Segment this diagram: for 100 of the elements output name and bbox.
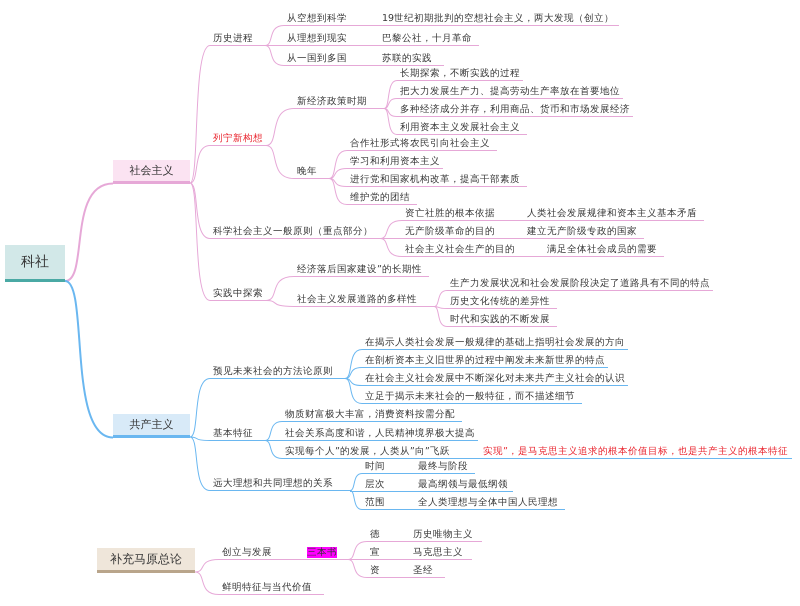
branch-line [190, 45, 210, 184]
branch-line [264, 45, 284, 66]
branch-line [350, 473, 362, 491]
subtopic: 利用资本主义发展社会主义 [397, 121, 527, 135]
subtopic: 在社会主义社会发展中不断深化对未来共产主义社会的认识 [362, 372, 628, 386]
subtopic: 社会主义发展道路的多样性 [294, 293, 434, 307]
subtopic: 满足全体社会成员的需要 [544, 243, 664, 257]
subtopic: 从空想到科学 [284, 12, 362, 26]
branch-line [344, 378, 362, 386]
subtopic: 立足于揭示未来社会的一般特征，而不描述细节 [362, 390, 582, 404]
subtopic: 社会主义社会生产的目的 [402, 243, 532, 257]
branch-line [384, 108, 398, 135]
branch-line [350, 490, 362, 510]
branch-line [190, 182, 210, 239]
branch-line [280, 559, 304, 560]
branch-line [264, 440, 282, 459]
subtopic: 社会关系高度和谐，人民精神境界极大提高 [282, 427, 478, 441]
subtopic: 科学社会主义一般原则（重点部分） [210, 225, 380, 239]
branch-line [264, 421, 282, 441]
branch-line [328, 178, 348, 187]
note-text: 实现”，是马克思主义追求的根本价值目标，也是共产主义的根本特征 [480, 445, 792, 459]
subtopic: 人类社会发展规律和资本主义基本矛盾 [524, 207, 704, 221]
branch-line [532, 256, 544, 257]
subtopic: 历史进程 [210, 32, 265, 46]
branch-line [348, 559, 368, 560]
subtopic: 宣 [367, 546, 389, 560]
branch-line [266, 300, 294, 307]
branch-line [384, 98, 398, 109]
subtopic: 资亡社胜的根本依据 [402, 207, 512, 221]
branch-line [394, 473, 416, 474]
branch-line [380, 238, 402, 257]
subtopic: 范围 [362, 496, 394, 510]
subtopic: 从一国到多国 [284, 52, 362, 66]
subtopic: 实现每个人”的发展，人类从”向”飞跃 [282, 445, 457, 459]
branch-line [190, 182, 210, 301]
subtopic: 经济落后国家建设”的长期性 [294, 263, 429, 277]
subtopic: 19世纪初期批判的空想社会主义，两大发现（创立） [379, 12, 619, 26]
branch-line [194, 559, 220, 572]
branch-line [64, 182, 114, 282]
branch-line [328, 178, 348, 205]
branch-line [264, 440, 282, 441]
subtopic: 层次 [362, 478, 394, 492]
branch-line [266, 108, 294, 146]
branch-line [512, 238, 524, 239]
branch-line [344, 349, 362, 379]
subtopic: 圣经 [410, 564, 445, 578]
branch-line [394, 491, 416, 492]
subtopic: 多种经济成分并存，利用商品、货币和市场发展经济 [397, 103, 633, 117]
subtopic: 鲜明特征与当代价值 [219, 581, 324, 595]
subtopic: 最终与阶段 [415, 460, 475, 474]
subtopic: 维护党的团结 [347, 191, 417, 205]
branch-line [344, 367, 362, 379]
subtopic: 历史文化传统的差异性 [447, 295, 557, 309]
subtopic: 最高纲领与最低纲领 [415, 478, 513, 492]
branch-line [512, 220, 524, 221]
subtopic: 苏联的实践 [379, 52, 444, 66]
subtopic: 时代和实践的不断发展 [447, 313, 557, 327]
branch-line [266, 145, 294, 179]
branch-line [380, 238, 402, 239]
subtopic: 物质财富极大丰富，消费资料按需分配 [282, 408, 462, 422]
subtopic: 时间 [362, 460, 394, 474]
branch-line [190, 378, 210, 438]
main-topic: 共产主义 [113, 414, 190, 438]
branch-line [348, 559, 368, 578]
branch-line [434, 306, 448, 309]
branch-line [344, 378, 362, 404]
subtopic: 基本特征 [210, 427, 265, 441]
subtopic: 预见未来社会的方法论原则 [210, 365, 345, 379]
branch-line [388, 559, 410, 560]
branch-line [190, 145, 210, 184]
branch-line [362, 25, 380, 26]
branch-line [194, 572, 220, 595]
subtopic: 进行党和国家机构改革，提高干部素质 [347, 173, 527, 187]
subtopic: 德 [367, 528, 389, 542]
main-topic: 社会主义 [113, 160, 190, 184]
note-text: 列宁新构想 [210, 132, 266, 146]
subtopic: 创立与发展 [219, 546, 281, 560]
central-topic: 科社 [5, 245, 65, 282]
branch-line [190, 436, 210, 441]
branch-line [328, 150, 348, 179]
subtopic: 无产阶级革命的目的 [402, 225, 512, 239]
subtopic: 新经济政策时期 [294, 95, 384, 109]
subtopic: 资 [367, 564, 389, 578]
branch-line [384, 80, 398, 109]
subtopic: 长期探索，不断实践的过程 [397, 67, 523, 81]
branch-line [64, 280, 114, 438]
branch-line [264, 25, 284, 46]
subtopic: 马克思主义 [410, 546, 472, 560]
subtopic: 晚年 [294, 165, 329, 179]
subtopic: 生产力发展状况和社会发展阶段决定了道路具有不同的特点 [447, 277, 713, 291]
subtopic: 实践中探索 [210, 287, 266, 301]
branch-line [434, 306, 448, 327]
branch-line [190, 436, 210, 491]
subtopic: 建立无产阶级专政的国家 [524, 225, 644, 239]
subtopic: 在揭示人类社会发展一般规律的基础上指明社会发展的方向 [362, 336, 628, 350]
branch-line [456, 458, 480, 459]
subtopic: 远大理想和共同理想的关系 [210, 477, 350, 491]
branch-line [388, 541, 410, 542]
branch-line [264, 45, 284, 46]
main-topic: 补充马原总论 [97, 548, 195, 573]
